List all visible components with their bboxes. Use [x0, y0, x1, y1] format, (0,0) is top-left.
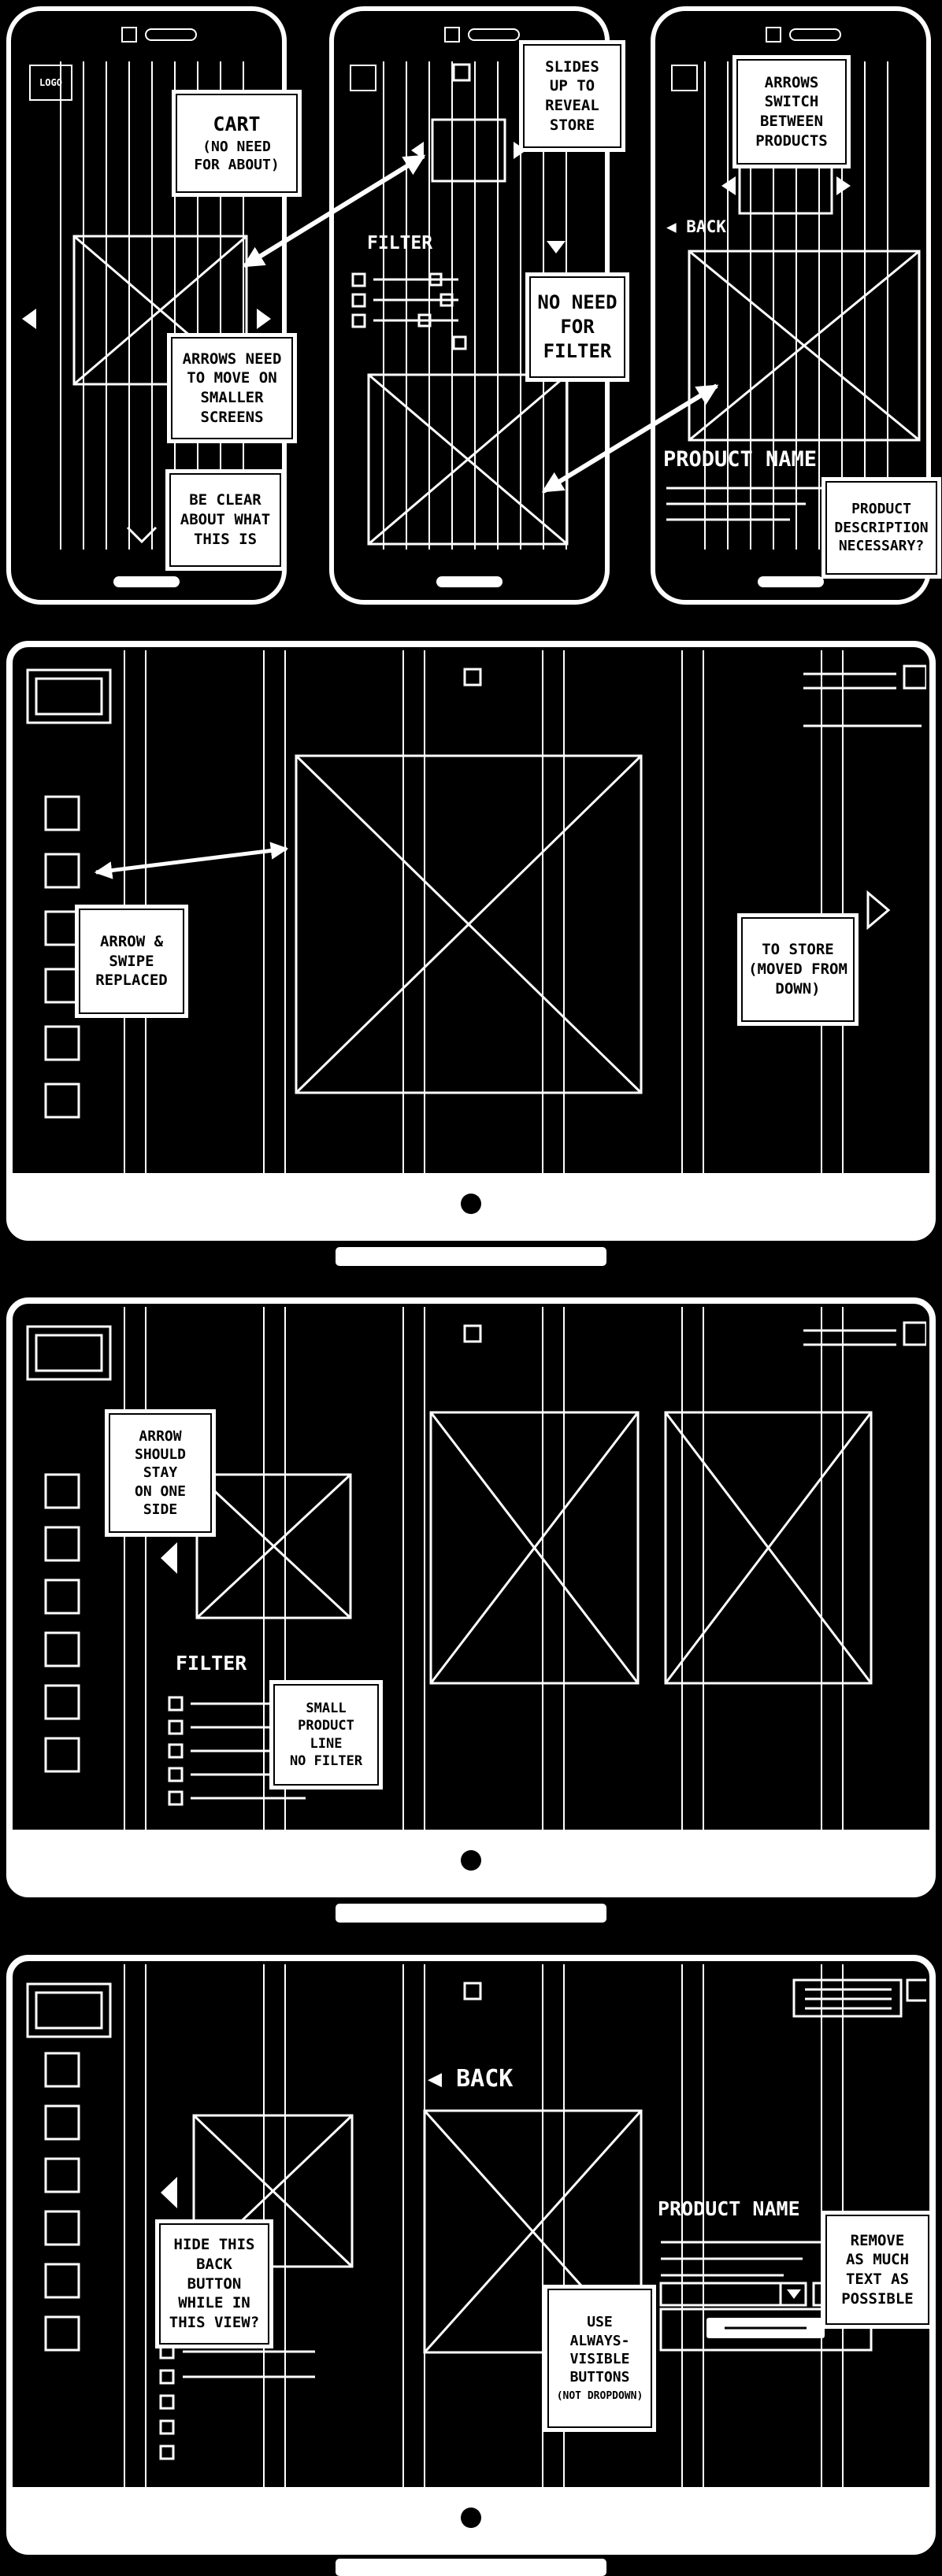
back-button[interactable]: ◀ BACK	[666, 217, 726, 236]
product-image-placeholder	[295, 754, 643, 1094]
note-slides-up: SLIDES UP TO REVEAL STORE	[523, 44, 621, 148]
note-small-line: SMALL PRODUCT LINE NO FILTER	[273, 1684, 379, 1786]
desktop-mockup-detail: ◀ BACK PRODUCT NAME	[6, 1955, 936, 2555]
camera-icon	[121, 27, 137, 43]
monitor-stand	[336, 2559, 606, 2576]
column-grid-overlay	[124, 1307, 845, 1830]
monitor-chin	[13, 2487, 929, 2548]
top-nav-menu[interactable]	[792, 1978, 926, 2018]
note-visible-buttons-title: USE ALWAYS- VISIBLE BUTTONS	[569, 2314, 630, 2386]
monitor-logo-dot	[461, 1194, 481, 1214]
next-arrow-icon[interactable]	[257, 309, 271, 329]
monitor-chin	[13, 1830, 929, 1891]
speaker-grille	[468, 28, 520, 41]
site-logo-box	[26, 668, 112, 724]
chevron-down-icon[interactable]	[126, 526, 158, 544]
product-image-placeholder	[367, 373, 569, 546]
desktop-mockup-catalog: FILTER	[6, 1297, 936, 1897]
small-product-image-placeholder	[195, 1473, 352, 1619]
speaker-grille	[145, 28, 197, 41]
logo-box: LOGO	[29, 65, 72, 101]
filter-controls[interactable]	[159, 2344, 315, 2460]
note-arrow-side: ARROW SHOULD STAY ON ONE SIDE	[109, 1413, 212, 1533]
prev-arrow-icon[interactable]	[411, 142, 424, 159]
site-logo-box	[26, 1325, 112, 1381]
thumbnail-list[interactable]	[44, 1473, 80, 1773]
prev-arrow-icon[interactable]	[22, 309, 36, 329]
note-cart-title: CART	[213, 113, 261, 136]
thumbnail-list[interactable]	[44, 795, 80, 1119]
note-cart: CART (NO NEED FOR ABOUT)	[176, 94, 298, 193]
product-grid-image-placeholder	[429, 1411, 640, 1685]
drag-handle-icon[interactable]	[452, 63, 471, 82]
desktop-product-screen	[16, 650, 926, 1173]
note-to-store: TO STORE (MOVED FROM DOWN)	[741, 917, 855, 1022]
filter-label: FILTER	[367, 233, 433, 254]
column-grid-overlay	[124, 650, 845, 1173]
monitor-stand	[336, 1247, 606, 1266]
to-store-arrow-icon[interactable]	[866, 890, 891, 931]
note-arrows-switch: ARROWS SWITCH BETWEEN PRODUCTS	[736, 59, 847, 165]
product-image-placeholder	[688, 250, 921, 442]
note-visible-buttons-sub: (NOT DROPDOWN)	[556, 2389, 643, 2402]
thumbnail-list[interactable]	[44, 2052, 80, 2352]
product-name-label: PRODUCT NAME	[663, 447, 818, 472]
product-name-label: PRODUCT NAME	[658, 2197, 800, 2220]
monitor-logo-dot	[461, 2508, 481, 2528]
prev-arrow-icon[interactable]	[161, 2177, 177, 2208]
note-visible-buttons: USE ALWAYS- VISIBLE BUTTONS (NOT DROPDOW…	[547, 2289, 652, 2428]
filter-controls[interactable]	[351, 272, 467, 350]
note-hide-back: HIDE THIS BACK BUTTON WHILE IN THIS VIEW…	[159, 2223, 269, 2345]
description-text-lines	[666, 487, 821, 521]
option-dropdown[interactable]	[659, 2282, 807, 2307]
dropdown-arrow-icon[interactable]	[547, 241, 566, 254]
drag-handle-icon	[463, 668, 482, 687]
drag-handle-icon	[463, 1324, 482, 1343]
note-no-filter: NO NEED FOR FILTER	[529, 276, 625, 378]
note-remove-text: REMOVE AS MUCH TEXT AS POSSIBLE	[825, 2215, 929, 2325]
home-indicator[interactable]	[436, 576, 503, 587]
site-logo-box	[26, 1982, 112, 2038]
note-arrow-swipe: ARROW & SWIPE REPLACED	[79, 909, 184, 1014]
back-button[interactable]: ◀ BACK	[428, 2065, 514, 2093]
top-nav-menu[interactable]	[803, 664, 926, 727]
note-description: PRODUCT DESCRIPTION NECESSARY?	[825, 481, 937, 575]
note-cart-sub: (NO NEED FOR ABOUT)	[194, 138, 280, 174]
drag-handle-icon	[463, 1982, 482, 2000]
note-arrows-move: ARROWS NEED TO MOVE ON SMALLER SCREENS	[171, 337, 293, 439]
next-arrow-icon[interactable]	[836, 176, 851, 195]
prev-arrow-icon[interactable]	[161, 1542, 177, 1574]
desktop-detail-screen: ◀ BACK PRODUCT NAME	[16, 1964, 926, 2487]
top-nav-menu[interactable]	[803, 1321, 926, 1346]
note-be-clear: BE CLEAR ABOUT WHAT THIS IS	[169, 473, 281, 567]
menu-box[interactable]	[350, 65, 376, 91]
prev-arrow-icon[interactable]	[721, 176, 736, 195]
desktop-catalog-screen: FILTER	[16, 1307, 926, 1830]
next-arrow-icon[interactable]	[514, 142, 526, 159]
monitor-chin	[13, 1173, 929, 1234]
home-indicator[interactable]	[758, 576, 824, 587]
menu-box[interactable]	[671, 65, 698, 91]
monitor-stand	[336, 1904, 606, 1923]
filter-label: FILTER	[176, 1652, 247, 1675]
monitor-logo-dot	[461, 1850, 481, 1871]
description-text-lines	[661, 2241, 821, 2277]
product-grid-image-placeholder	[664, 1411, 873, 1685]
collapsed-product-card	[431, 118, 506, 183]
collapsed-product-card	[738, 157, 833, 215]
camera-icon	[444, 27, 460, 43]
logo-label: LOGO	[39, 77, 62, 88]
camera-icon	[766, 27, 781, 43]
home-indicator[interactable]	[113, 576, 180, 587]
add-to-cart-panel[interactable]	[659, 2308, 873, 2352]
speaker-grille	[789, 28, 841, 41]
